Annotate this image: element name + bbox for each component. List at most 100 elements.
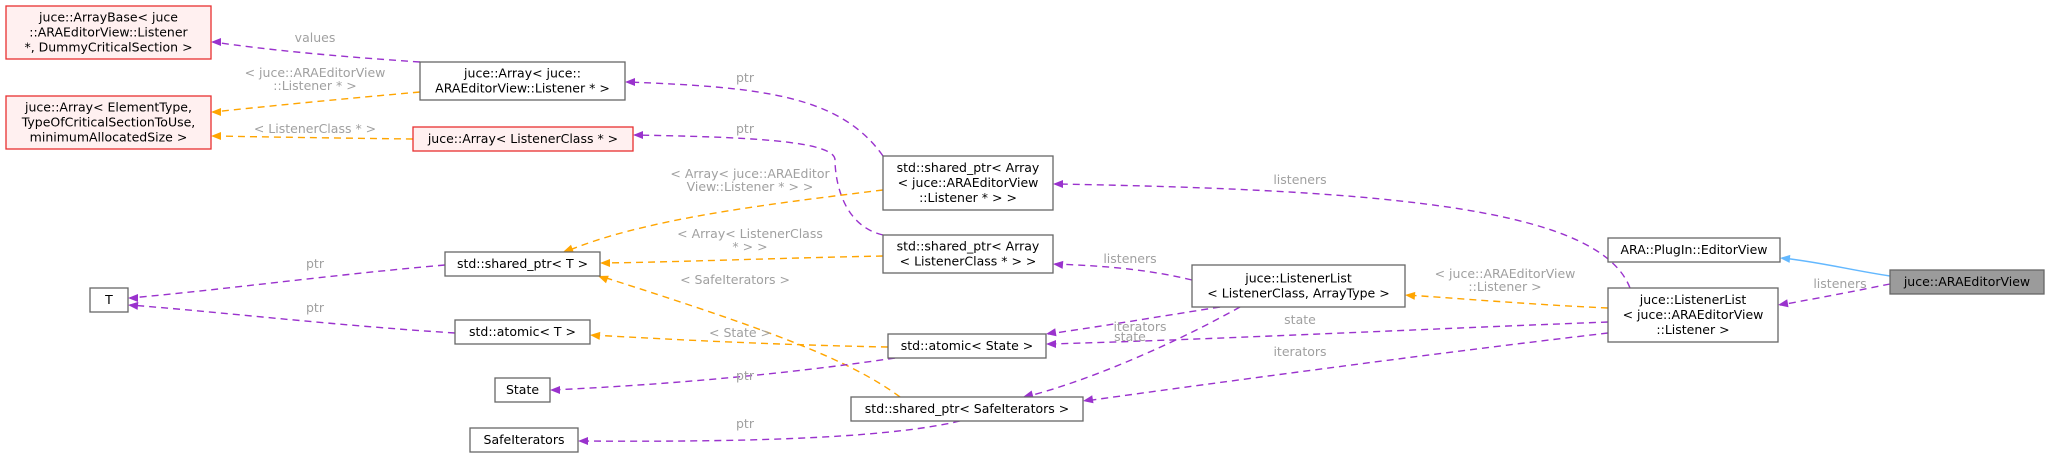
edge-label-tmpl_array_ara: < Array< juce::ARAEditorView::Listener *… xyxy=(670,166,830,194)
arrowhead xyxy=(1046,340,1056,348)
node-box xyxy=(89,287,129,313)
edge-label-text: ptr xyxy=(736,121,755,136)
edge-label-listeners_lc: listeners xyxy=(1103,251,1156,266)
edge-listeners_lc xyxy=(1053,260,1193,281)
edge-label-text: < Array< juce::ARAEditor xyxy=(670,166,830,181)
edge-label-ptr_array_lc: ptr xyxy=(736,121,755,136)
edge-tmpl_ara_listener xyxy=(211,91,421,116)
node-listenerlist-generic[interactable]: juce::ListenerList< ListenerClass, Array… xyxy=(1191,264,1406,308)
edge-line xyxy=(1047,306,1221,335)
edge-tmpl_listenerclass xyxy=(211,132,414,140)
arrowhead xyxy=(211,108,221,116)
edge-line xyxy=(1047,321,1609,345)
node-label: juce::ListenerList xyxy=(1639,292,1747,307)
edge-label-text: iterators xyxy=(1113,319,1166,334)
node-box xyxy=(882,234,1054,274)
edge-state_ara xyxy=(1046,321,1609,348)
edge-label-text: ::Listener * > xyxy=(273,78,356,93)
edge-label-values: values xyxy=(295,30,336,45)
edge-label-text: * > > xyxy=(732,239,767,254)
edge-label-tmpl_listenerclass: < ListenerClass * > xyxy=(254,121,376,136)
edge-label-ptr_shared_T: ptr xyxy=(306,256,325,271)
edge-line xyxy=(634,134,884,236)
edge-tmpl_array_lc xyxy=(600,255,884,267)
node-array-base[interactable]: juce::ArrayBase< juce::ARAEditorView::Li… xyxy=(5,5,212,60)
node-label: juce::ArrayBase< juce xyxy=(38,10,178,25)
edge-label-tmpl_array_lc: < Array< ListenerClass* > > xyxy=(677,226,823,254)
edge-state_generic xyxy=(1046,306,1221,337)
edge-label-state_generic: state xyxy=(1114,329,1146,344)
node-atomic-state[interactable]: std::atomic< State > xyxy=(887,333,1047,359)
edge-label-tmpl_state: < State > xyxy=(709,325,771,340)
arrowhead xyxy=(590,331,601,340)
edge-label-tmpl_ara_listener: < juce::ARAEditorView::Listener * > xyxy=(245,65,386,93)
node-listenerlist-ara[interactable]: juce::ListenerList< juce::ARAEditorView:… xyxy=(1607,287,1779,343)
node-shared-ptr-array-ara[interactable]: std::shared_ptr< Array< juce::ARAEditorV… xyxy=(882,155,1054,211)
edge-label-text: < ListenerClass * > xyxy=(254,121,376,136)
edge-label-text: listeners xyxy=(1813,276,1866,291)
node-label: std::atomic< T > xyxy=(469,324,576,339)
edge-line xyxy=(1084,332,1609,402)
node-box xyxy=(494,377,551,403)
node-T[interactable]: T xyxy=(89,287,129,313)
edge-line xyxy=(551,357,896,391)
edge-values xyxy=(211,38,421,63)
node-array-listenerclass[interactable]: juce::Array< ListenerClass * > xyxy=(412,126,634,152)
node-editorview[interactable]: ARA::PlugIn::EditorView xyxy=(1607,237,1781,263)
node-shared-ptr-safe[interactable]: std::shared_ptr< SafeIterators > xyxy=(850,396,1084,422)
edge-label-iterators_ara: iterators xyxy=(1273,344,1326,359)
arrowhead xyxy=(211,132,221,140)
edge-label-tmpl_safe: < SafeIterators > xyxy=(680,272,790,287)
edge-iterators_ara xyxy=(1083,332,1609,404)
arrowhead xyxy=(550,386,560,394)
edge-ptr_shared_T xyxy=(128,264,446,302)
edge-ptr_array_lc xyxy=(633,131,884,236)
arrowhead xyxy=(1023,390,1034,399)
edge-line xyxy=(129,304,456,334)
node-label: minimumAllocatedSize > xyxy=(30,130,188,145)
node-araeditorview[interactable]: juce::ARAEditorView xyxy=(1889,269,2045,295)
edge-line xyxy=(601,255,884,264)
node-box xyxy=(454,319,591,345)
edge-label-ptr_safe: ptr xyxy=(736,416,755,431)
edge-line xyxy=(564,189,884,253)
node-atomic-T[interactable]: std::atomic< T > xyxy=(454,319,591,345)
node-shared-ptr-array-lc[interactable]: std::shared_ptr< Array< ListenerClass * … xyxy=(882,234,1054,274)
node-array-generic[interactable]: juce::Array< ElementType,TypeOfCriticalS… xyxy=(5,95,212,150)
edge-line xyxy=(1024,306,1241,398)
edge-ptr_array_ara xyxy=(625,78,884,157)
edge-label-text: ptr xyxy=(736,368,755,383)
node-box xyxy=(1607,287,1779,343)
edge-label-iterators_generic: iterators xyxy=(1113,319,1166,334)
arrowhead xyxy=(1053,180,1063,188)
node-SafeIterators[interactable]: SafeIterators xyxy=(469,427,579,453)
edge-label-text: values xyxy=(295,30,336,45)
edge-label-listeners_final: listeners xyxy=(1813,276,1866,291)
edges-layer xyxy=(128,38,1891,445)
node-label: TypeOfCriticalSectionToUse, xyxy=(21,115,196,130)
node-box xyxy=(882,155,1054,211)
node-label: juce::ARAEditorView xyxy=(1903,274,2030,289)
edge-line xyxy=(591,334,889,348)
arrowhead xyxy=(1083,395,1094,404)
arrowhead xyxy=(1405,291,1416,300)
node-label: std::shared_ptr< T > xyxy=(457,256,588,271)
edge-label-text: < Array< ListenerClass xyxy=(677,226,823,241)
edge-line xyxy=(1779,283,1891,306)
node-box xyxy=(850,396,1084,422)
node-label: std::shared_ptr< Array xyxy=(897,160,1040,175)
edge-label-text: listeners xyxy=(1103,251,1156,266)
node-label: ARA::PlugIn::EditorView xyxy=(1620,242,1767,257)
arrowhead xyxy=(578,437,588,445)
node-shared-ptr-T[interactable]: std::shared_ptr< T > xyxy=(444,251,601,277)
edge-line xyxy=(1406,294,1609,309)
node-label: std::atomic< State > xyxy=(901,338,1033,353)
arrowhead xyxy=(1780,254,1791,263)
node-State[interactable]: State xyxy=(494,377,551,403)
node-label: < juce::ARAEditorView xyxy=(1623,307,1764,322)
edge-label-text: < State > xyxy=(709,325,771,340)
node-array-listener-ptr[interactable]: juce::Array< juce::ARAEditorView::Listen… xyxy=(419,61,626,101)
edge-inheritance xyxy=(1780,254,1891,277)
edge-label-text: ptr xyxy=(736,416,755,431)
node-box xyxy=(444,251,601,277)
